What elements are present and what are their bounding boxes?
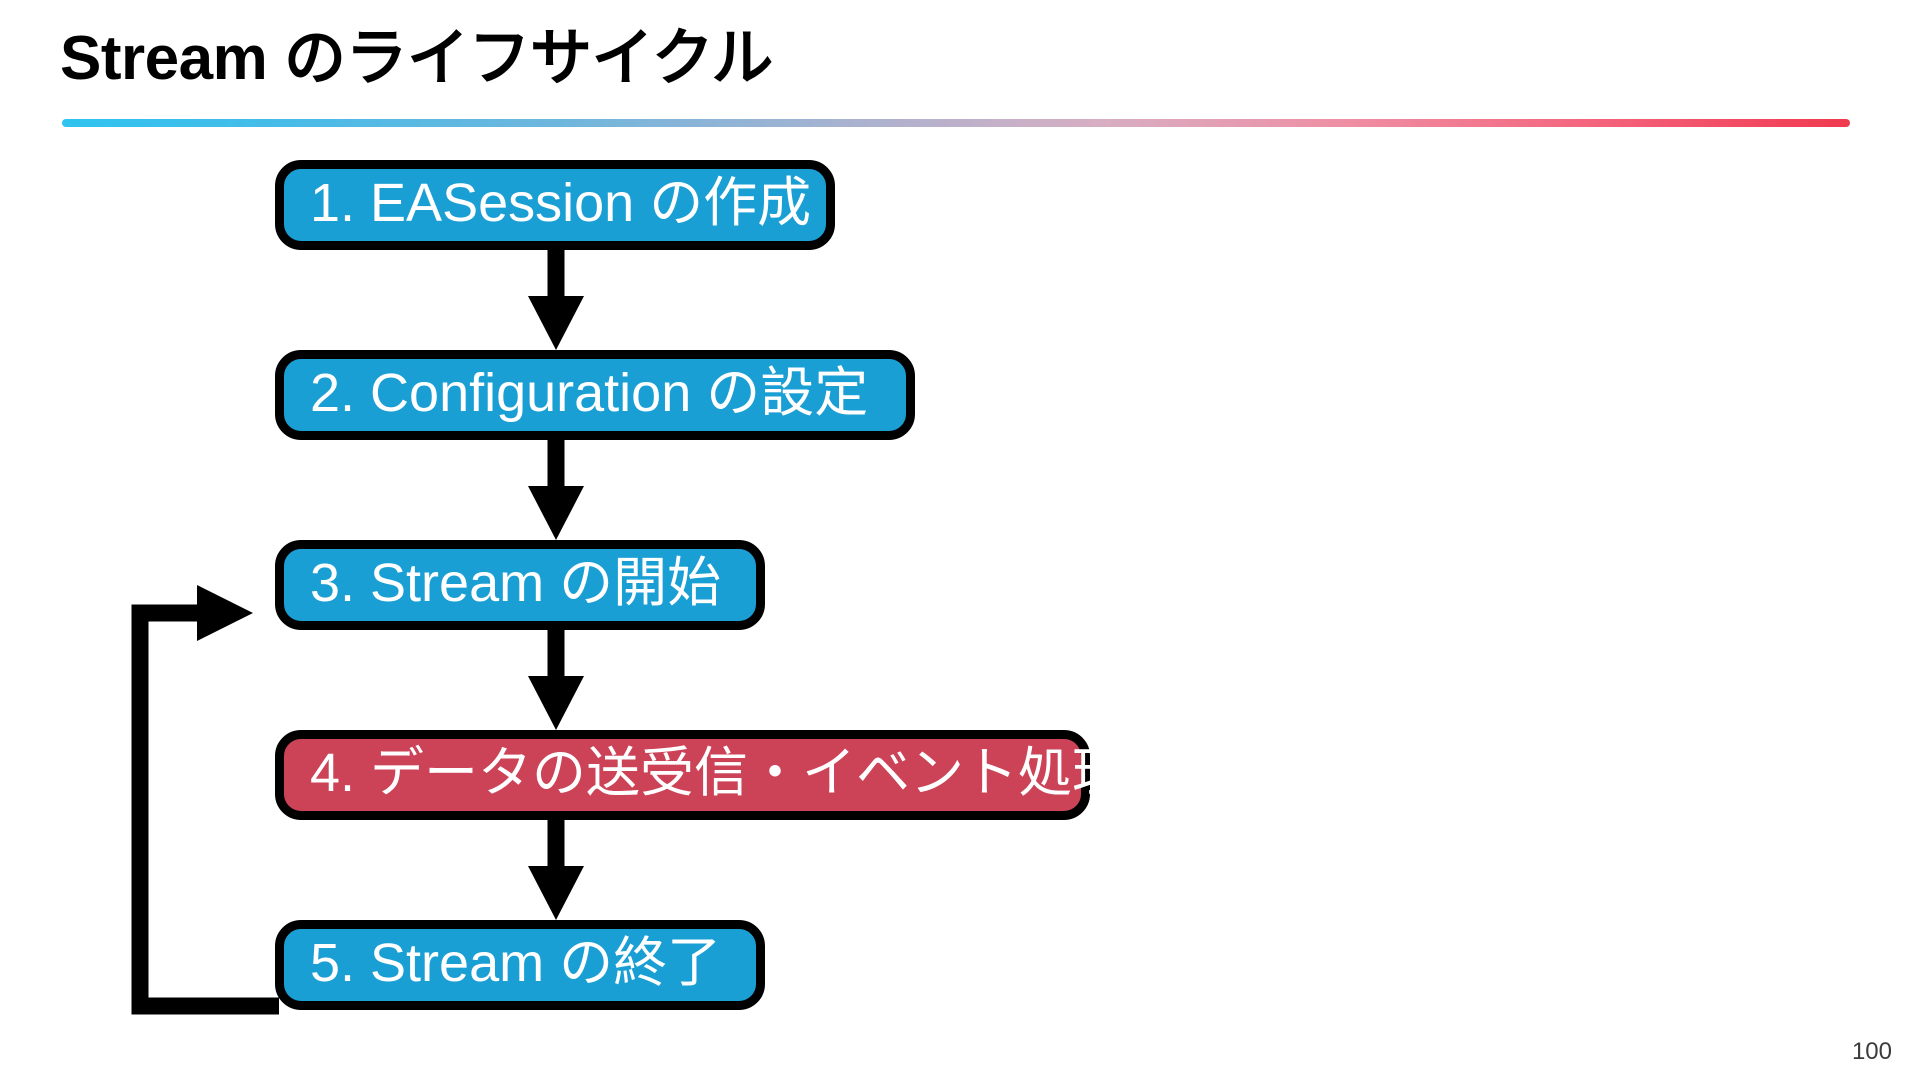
arrow-n3-to-n4 <box>528 630 584 730</box>
arrow-n5-to-n3-loop <box>131 585 279 1015</box>
flow-node-4[interactable]: 4. データの送受信・イベント処理 <box>275 730 1126 820</box>
arrow-n2-to-n3 <box>528 440 584 540</box>
flow-node-2[interactable]: 2. Configuration の設定 <box>275 350 915 440</box>
flow-node-2-label: 2. Configuration の設定 <box>310 363 869 423</box>
flow-node-1-label: 1. EASession の作成 <box>310 173 812 233</box>
title-accent-rule <box>62 119 1850 127</box>
flow-node-5-label: 5. Stream の終了 <box>310 933 722 993</box>
page-number: 100 <box>1851 1038 1892 1065</box>
flow-node-3-label: 3. Stream の開始 <box>310 553 722 613</box>
flow-node-5[interactable]: 5. Stream の終了 <box>275 920 765 1010</box>
flow-node-1[interactable]: 1. EASession の作成 <box>275 160 835 250</box>
flow-node-4-label: 4. データの送受信・イベント処理 <box>310 743 1127 803</box>
arrow-n1-to-n2 <box>528 250 584 350</box>
arrow-n4-to-n5 <box>528 820 584 920</box>
flow-node-3[interactable]: 3. Stream の開始 <box>275 540 765 630</box>
page-title: Stream のライフサイクル <box>60 24 773 93</box>
